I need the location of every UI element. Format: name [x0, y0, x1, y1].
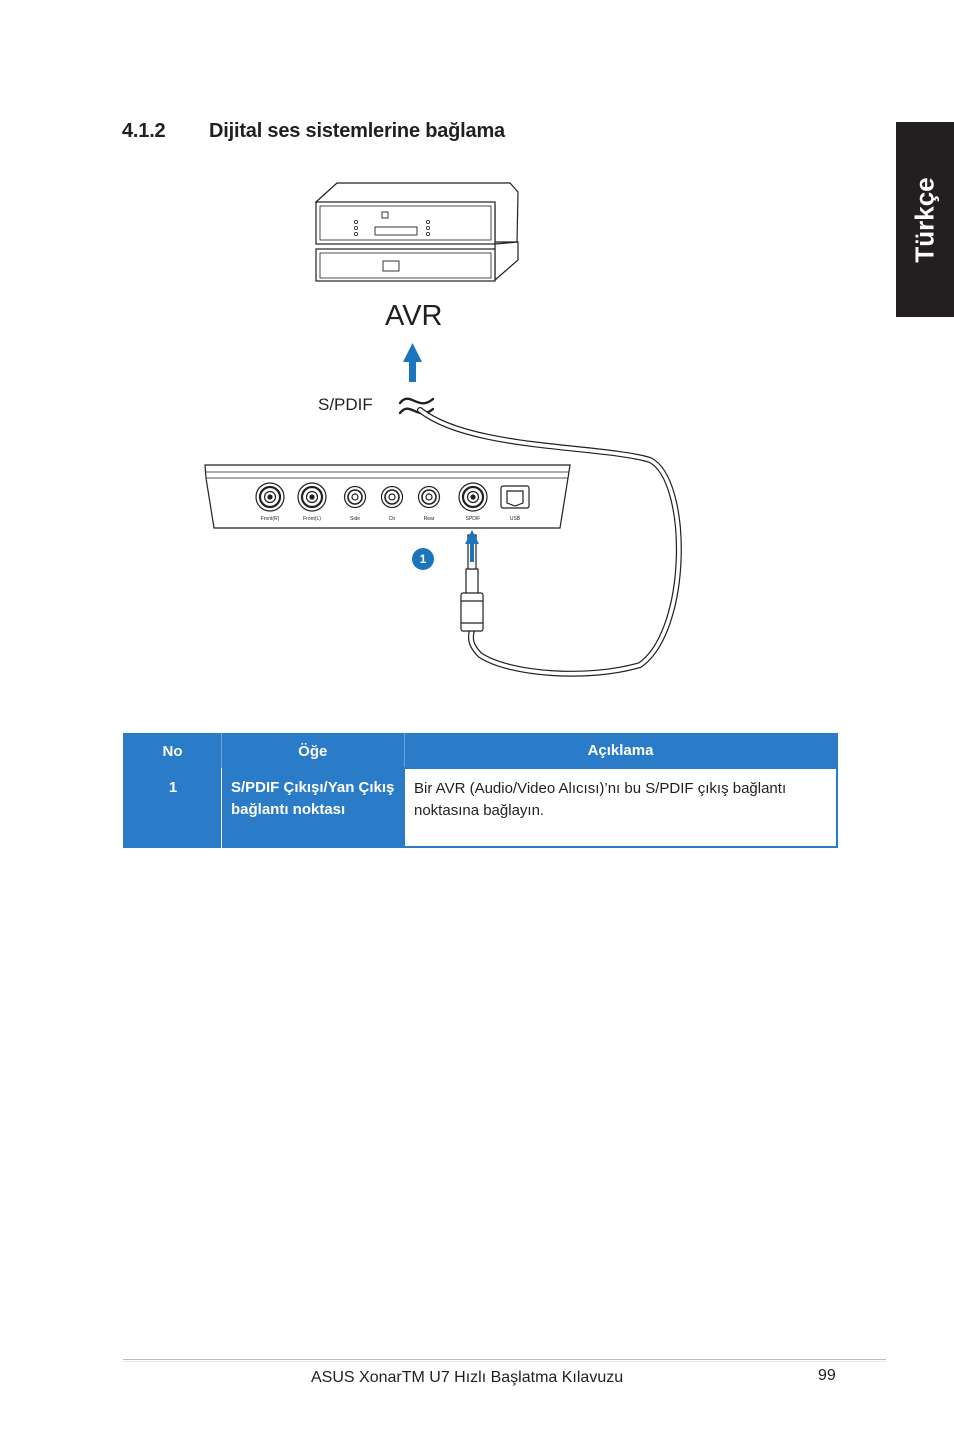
table-row: 1 S/PDIF Çıkışı/Yan Çıkış bağlantı nokta…: [123, 767, 838, 848]
language-tab: Türkçe: [896, 122, 954, 317]
spdif-label: S/PDIF: [318, 395, 373, 414]
port-front-l-icon: [297, 482, 327, 512]
signal-arrow-icon: [403, 343, 422, 382]
footer-title: ASUS XonarTM U7 Hızlı Başlatma Kılavuzu: [311, 1369, 624, 1386]
footer-divider: [123, 1359, 886, 1362]
port-label: Side: [349, 516, 361, 522]
table-header-row: No Öğe Açıklama: [123, 733, 838, 768]
port-label: SPDIF: [465, 516, 481, 522]
optical-cable: [417, 407, 682, 677]
row-description: Bir AVR (Audio/Video Alıcısı)’nı bu S/PD…: [403, 767, 838, 848]
row-item: S/PDIF Çıkışı/Yan Çıkış bağlantı noktası: [231, 779, 395, 818]
port-label: Front(R): [260, 516, 280, 522]
port-usb-icon: [500, 485, 530, 509]
section-title: Dijital ses sistemlerine bağlama: [209, 120, 505, 142]
port-side-icon: [343, 485, 367, 509]
port-spdif-icon: [458, 482, 488, 512]
diagram-drawing: [204, 182, 682, 677]
port-label: USB: [509, 516, 521, 522]
header-description: Açıklama: [587, 742, 654, 759]
avr-device-icon: [314, 182, 519, 282]
port-ctr-icon: [380, 485, 404, 509]
items-table: No Öğe Açıklama 1 S/PDIF Çıkışı/Yan Çıkı…: [123, 733, 838, 848]
row-no: 1: [123, 768, 222, 847]
port-label: Front(L): [303, 516, 321, 522]
sound-card-panel-icon: [204, 464, 571, 529]
section-heading: 4.1.2 Dijital ses sistemlerine bağlama: [122, 120, 505, 143]
page-number: 99: [818, 1367, 836, 1384]
port-front-r-icon: [255, 482, 285, 512]
port-arrow-icon: [465, 530, 479, 562]
avr-label: AVR: [385, 300, 443, 332]
spdif-wave-icon: [398, 397, 435, 415]
callout-badge: 1: [412, 548, 434, 570]
header-item: Öğe: [221, 733, 405, 768]
port-label: Rear: [423, 516, 435, 522]
port-label: Ctr: [388, 516, 396, 522]
header-no: No: [123, 733, 222, 768]
connection-diagram: AVR S/PDIF Front(R) Front(L) Side Ctr Re…: [0, 160, 954, 720]
section-number: 4.1.2: [122, 120, 166, 142]
port-rear-icon: [417, 485, 441, 509]
